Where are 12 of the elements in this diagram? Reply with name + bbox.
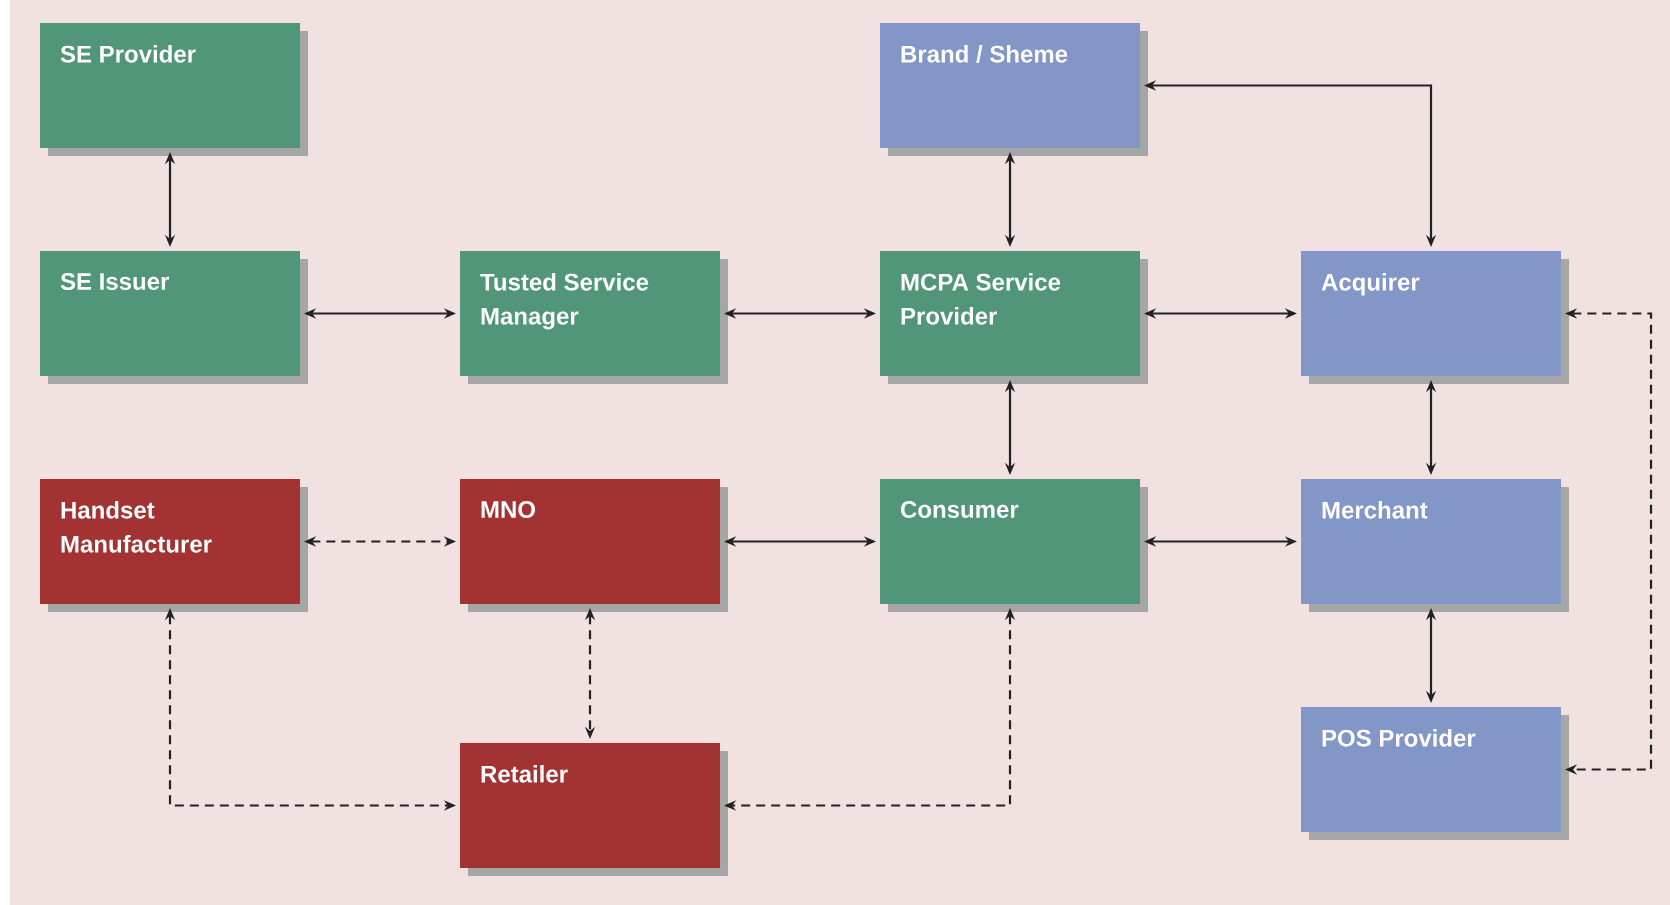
process-box: Retailer (460, 743, 728, 876)
process-box: Tusted Service Manager (460, 251, 728, 384)
process-box: MNO (460, 479, 728, 612)
process-box: MCPA Service Provider (880, 251, 1148, 384)
process-box: Consumer (880, 479, 1148, 612)
process-box: Acquirer (1301, 251, 1569, 384)
process-box: Handset Manufacturer (40, 479, 308, 612)
process-box: SE Provider (40, 23, 308, 156)
process-box: SE Issuer (40, 251, 308, 384)
process-box: Merchant (1301, 479, 1569, 612)
process-box: POS Provider (1301, 707, 1569, 840)
process-box: Brand / Sheme (880, 23, 1148, 156)
